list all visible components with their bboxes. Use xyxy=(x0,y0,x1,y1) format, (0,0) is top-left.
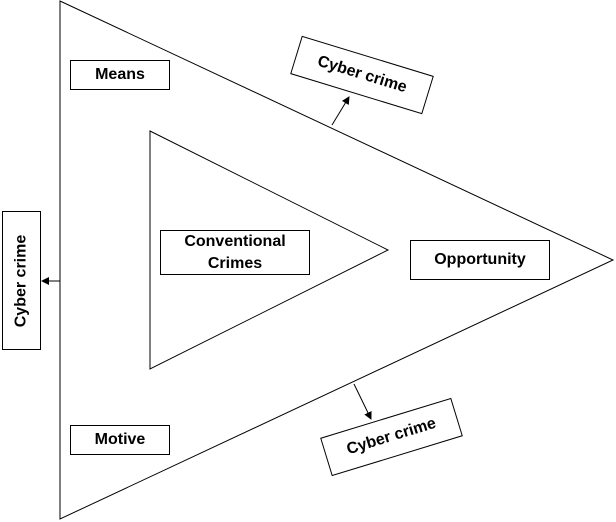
motive-label: Motive xyxy=(70,425,170,455)
means-text: Means xyxy=(95,66,145,83)
opportunity-text: Opportunity xyxy=(434,251,526,268)
arrow-top xyxy=(331,96,350,126)
means-label: Means xyxy=(70,60,170,90)
motive-text: Motive xyxy=(94,431,146,448)
arrow-bottom xyxy=(353,383,372,420)
conventional-crimes-label: Conventional Crimes xyxy=(160,230,310,275)
cyber-crime-left-label: Cyber crime xyxy=(2,211,41,350)
cyber-crime-left-text: Cyber crime xyxy=(12,234,30,327)
opportunity-label: Opportunity xyxy=(410,240,550,280)
conventional-crimes-text: Conventional Crimes xyxy=(184,232,286,272)
